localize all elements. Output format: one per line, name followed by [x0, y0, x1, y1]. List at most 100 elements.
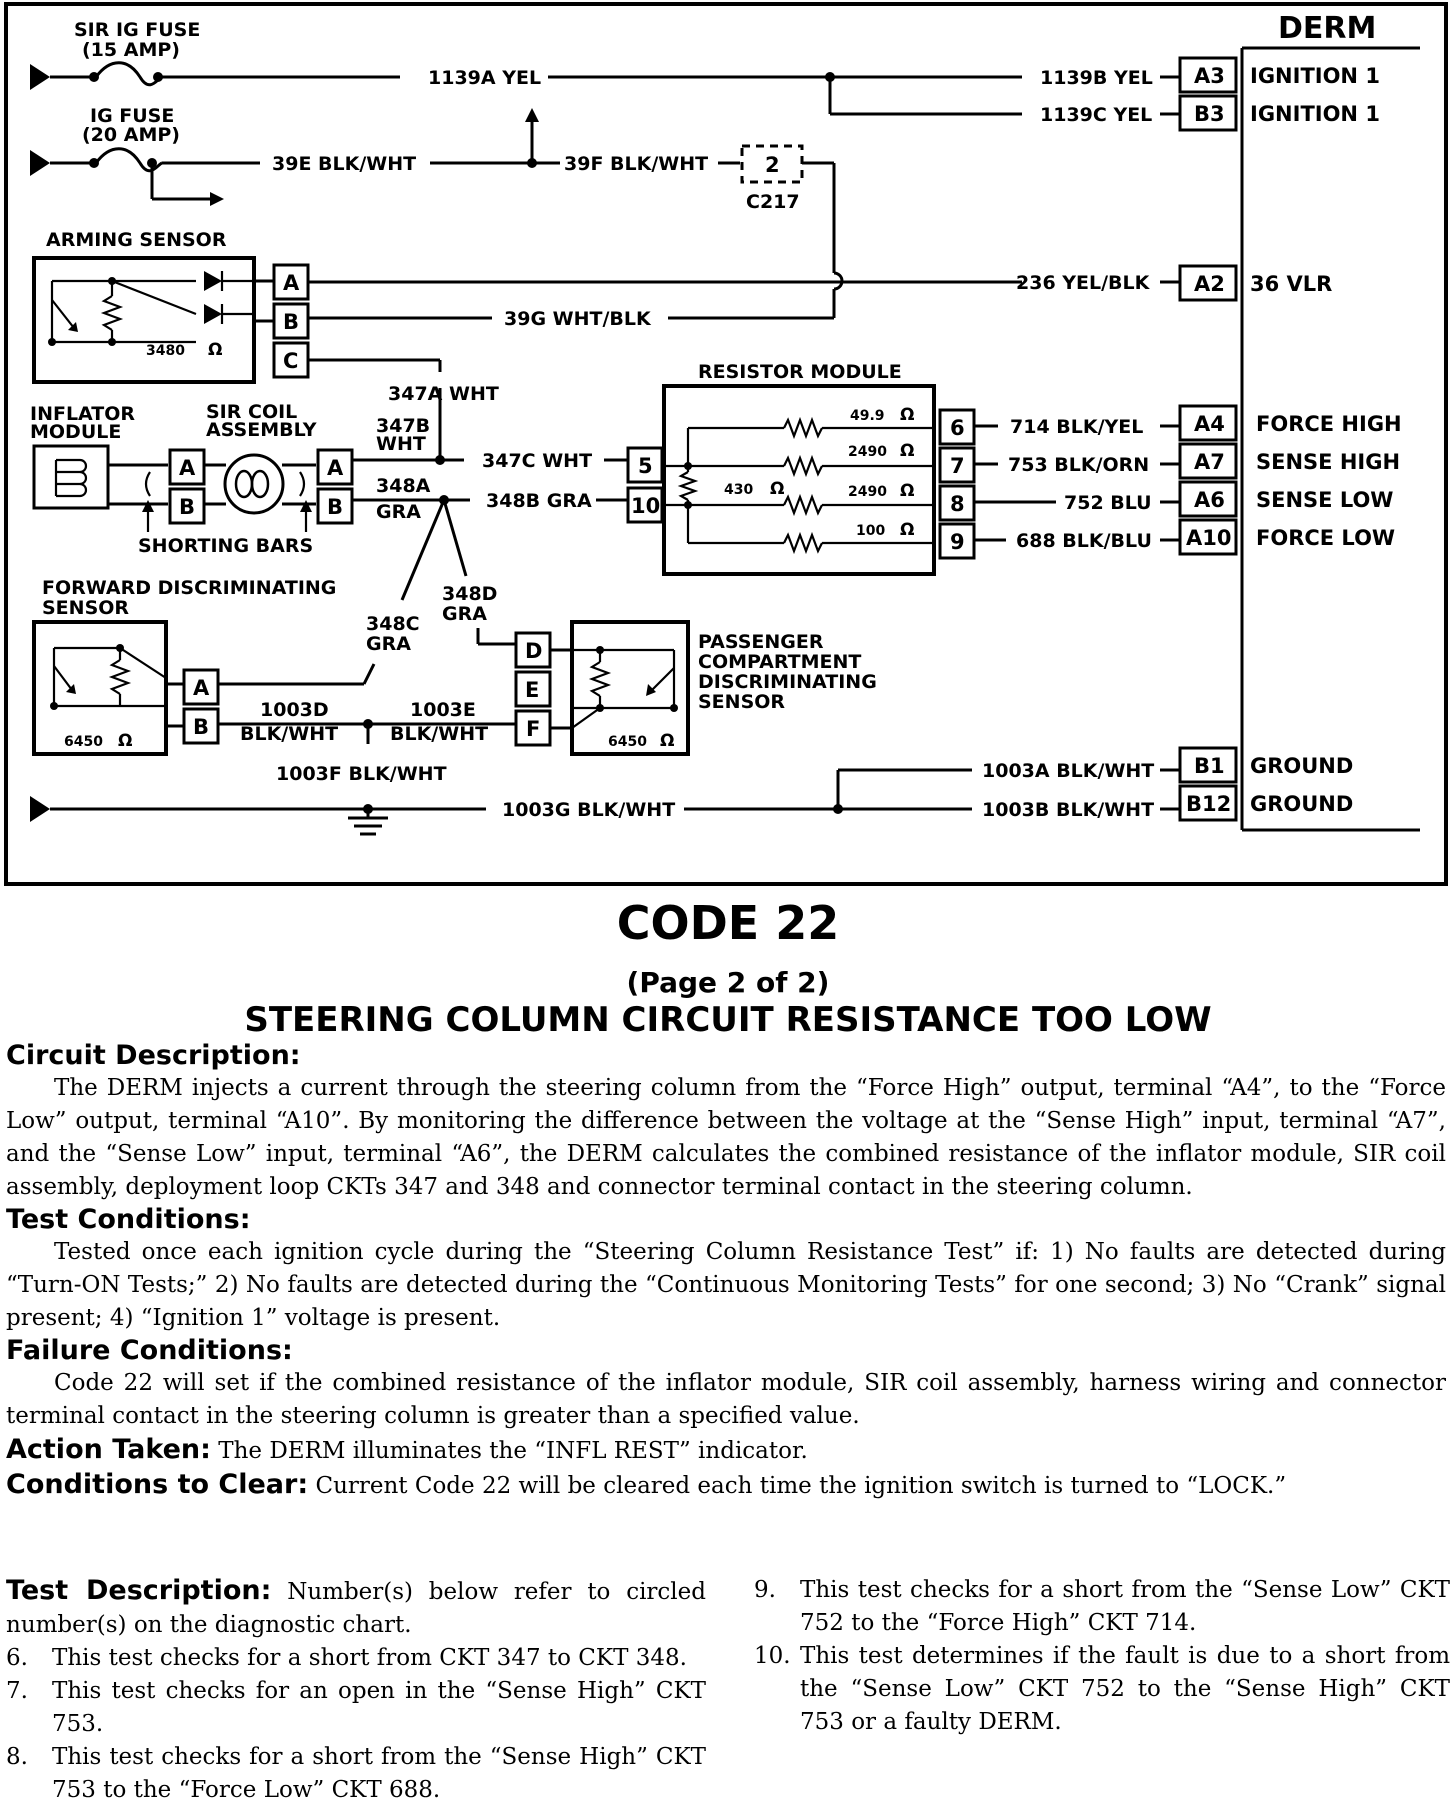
svg-text:6450: 6450: [608, 734, 647, 750]
conditions-to-clear: Conditions to Clear: Current Code 22 wil…: [6, 1468, 1446, 1503]
sir-ig-fuse: SIR IG FUSE (15 AMP): [30, 19, 400, 90]
forward-discriminating-sensor: 6450 Ω: [32, 620, 168, 756]
svg-text:B: B: [283, 310, 299, 334]
svg-text:B: B: [179, 495, 195, 519]
svg-text:C: C: [283, 349, 298, 373]
sir-coil-assembly: [204, 453, 316, 532]
svg-text:(15 AMP): (15 AMP): [82, 39, 180, 61]
svg-text:MODULE: MODULE: [30, 421, 121, 443]
svg-text:2490: 2490: [848, 484, 887, 500]
svg-text:10: 10: [631, 494, 660, 518]
svg-text:B: B: [193, 715, 209, 739]
svg-text:430: 430: [724, 482, 753, 498]
test-item-number: 9.: [754, 1577, 776, 1603]
fwd-sensor-connector: A B: [182, 668, 220, 745]
svg-text:B12: B12: [1186, 792, 1231, 816]
test-item-text: This test checks for a short from the “S…: [52, 1744, 706, 1803]
svg-text:IGNITION 1: IGNITION 1: [1250, 64, 1380, 88]
svg-text:(20 AMP): (20 AMP): [82, 124, 180, 146]
resistor-module-right-connector: 6 7 8 9: [938, 408, 976, 560]
svg-text:D: D: [525, 639, 542, 663]
svg-text:5: 5: [638, 454, 653, 478]
svg-text:7: 7: [950, 454, 965, 478]
svg-text:SENSE HIGH: SENSE HIGH: [1256, 450, 1400, 474]
action-taken: Action Taken: The DERM illuminates the “…: [6, 1433, 1446, 1468]
resistor-module-label: RESISTOR MODULE: [698, 361, 902, 383]
passenger-compartment-sensor: 6450 Ω: [570, 620, 690, 756]
description-sections: Circuit Description: The DERM injects a …: [6, 1040, 1446, 1503]
wire-348a-label-1: 348A: [376, 475, 431, 497]
derm-pin-a7: A7 SENSE HIGH: [1178, 442, 1400, 480]
svg-text:2: 2: [765, 153, 780, 177]
wire-347b-label-1: 347B: [376, 415, 430, 437]
wire-347c-label: 347C WHT: [482, 450, 592, 472]
svg-text:GROUND: GROUND: [1250, 754, 1353, 778]
passenger-sensor-connector: D E F: [514, 631, 552, 747]
action-taken-text: The DERM illuminates the “INFL REST” ind…: [218, 1438, 808, 1464]
sir-coil-label-2: ASSEMBLY: [206, 419, 317, 441]
inflator-connector: A B: [168, 448, 206, 525]
svg-text:FORCE LOW: FORCE LOW: [1256, 526, 1395, 550]
test-item-number: 10.: [754, 1643, 791, 1669]
svg-text:36 VLR: 36 VLR: [1250, 272, 1332, 296]
wire-1003g-label: 1003G BLK/WHT: [502, 799, 675, 821]
code-title: CODE 22: [616, 896, 840, 950]
svg-text:A: A: [193, 676, 210, 700]
wire-348c-label-2: GRA: [366, 633, 411, 655]
test-item-text: This test determines if the fault is due…: [800, 1643, 1450, 1735]
svg-text:100: 100: [856, 523, 885, 539]
svg-text:C217: C217: [746, 191, 800, 213]
test-conditions-heading: Test Conditions:: [6, 1204, 251, 1235]
test-description-left-column: Test Description: Number(s) below refer …: [6, 1574, 706, 1807]
pass-sensor-label-3: DISCRIMINATING: [698, 671, 877, 693]
wire-39f-label: 39F BLK/WHT: [564, 153, 708, 175]
wire-714-label: 714 BLK/YEL: [1010, 416, 1143, 438]
resistor-module-left-connector: 5 10: [626, 446, 664, 524]
svg-text:F: F: [526, 717, 540, 741]
svg-text:Ω: Ω: [900, 405, 914, 425]
wire-1003d-label-2: BLK/WHT: [240, 723, 338, 745]
test-item-text: This test checks for a short from CKT 34…: [52, 1645, 687, 1671]
svg-text:Ω: Ω: [900, 520, 914, 540]
wire-1003e-label-1: 1003E: [410, 699, 476, 721]
wire-1003b-label: 1003B BLK/WHT: [982, 799, 1154, 821]
test-item-9: 9. This test checks for a short from the…: [754, 1574, 1450, 1640]
svg-text:FORCE HIGH: FORCE HIGH: [1256, 412, 1402, 436]
sir-coil-connector: A B: [316, 448, 354, 525]
wire-348c-label-1: 348C: [366, 613, 420, 635]
arming-sensor-label: ARMING SENSOR: [46, 229, 227, 251]
wire-688-label: 688 BLK/BLU: [1016, 530, 1152, 552]
svg-text:A2: A2: [1194, 272, 1225, 296]
svg-text:A10: A10: [1186, 526, 1231, 550]
svg-text:49.9: 49.9: [850, 408, 885, 424]
page-title: STEERING COLUMN CIRCUIT RESISTANCE TOO L…: [244, 1000, 1212, 1040]
derm-pin-b3: B3 IGNITION 1: [1178, 94, 1380, 132]
fwd-sensor-label-1: FORWARD DISCRIMINATING: [42, 577, 336, 599]
wire-1003f-label: 1003F BLK/WHT: [276, 763, 447, 785]
test-item-10: 10. This test determines if the fault is…: [754, 1640, 1450, 1739]
test-item-7: 7. This test checks for an open in the “…: [6, 1675, 706, 1741]
svg-text:SIR IG FUSE: SIR IG FUSE: [74, 19, 200, 41]
action-taken-heading: Action Taken:: [6, 1434, 211, 1465]
test-item-6: 6. This test checks for a short from CKT…: [6, 1642, 706, 1675]
test-item-text: This test checks for an open in the “Sen…: [52, 1678, 706, 1737]
wire-39g-label: 39G WHT/BLK: [504, 308, 652, 330]
svg-text:IGNITION 1: IGNITION 1: [1250, 102, 1380, 126]
derm-title: DERM: [1278, 11, 1376, 46]
svg-text:Ω: Ω: [118, 731, 132, 751]
wire-39e-label: 39E BLK/WHT: [272, 153, 416, 175]
test-description-heading: Test Description:: [6, 1575, 272, 1606]
wiring-diagram: DERM A3 IGNITION 1 B3 IGNITION 1 A2 36 V…: [4, 2, 1448, 886]
test-conditions-text: Tested once each ignition cycle during t…: [6, 1239, 1446, 1331]
wire-1139b-label: 1139B YEL: [1040, 67, 1153, 89]
svg-text:B3: B3: [1194, 102, 1225, 126]
svg-text:GROUND: GROUND: [1250, 792, 1353, 816]
wire-348b-label: 348B GRA: [486, 490, 592, 512]
page-indicator: (Page 2 of 2): [626, 966, 830, 999]
svg-text:Ω: Ω: [208, 340, 222, 360]
wire-347a-label: 347A WHT: [388, 383, 499, 405]
svg-text:Ω: Ω: [660, 731, 674, 751]
wire-1139a-label: 1139A YEL: [428, 67, 541, 89]
svg-text:E: E: [525, 678, 539, 702]
svg-text:IG FUSE: IG FUSE: [90, 105, 174, 127]
